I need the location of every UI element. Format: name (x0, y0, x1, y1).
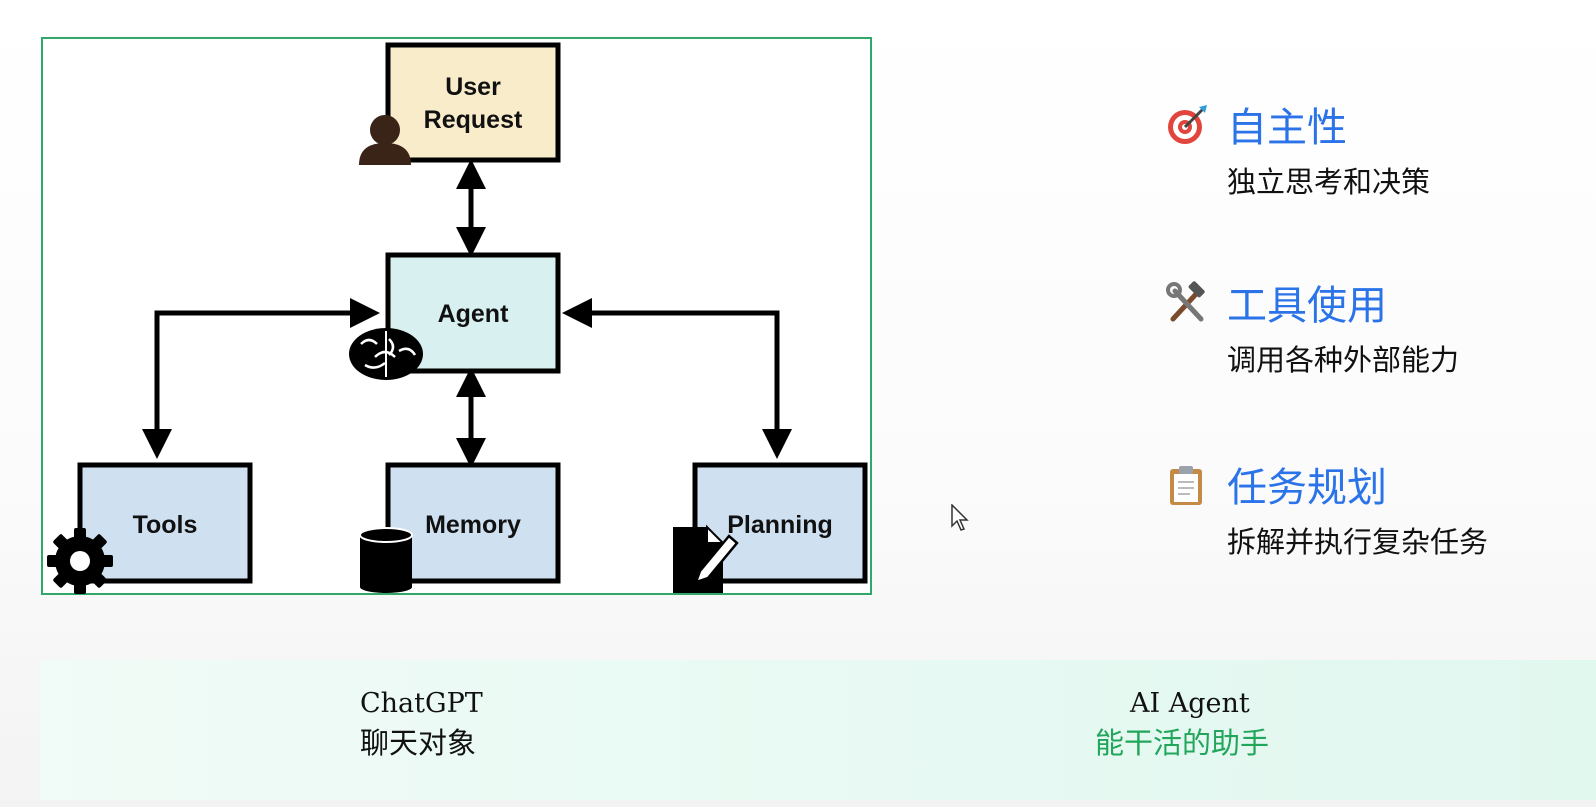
ai-agent-role: 能干活的助手 (1095, 726, 1270, 760)
feature-autonomy-desc: 独立思考和决策 (1227, 165, 1431, 199)
node-tools: Tools (47, 462, 253, 594)
agent-label: Agent (438, 300, 510, 328)
node-user-request: User Request (359, 42, 561, 165)
target-icon (1165, 103, 1209, 147)
node-agent: Agent (349, 252, 561, 380)
gear-icon (47, 528, 113, 594)
feature-task-planning-title: 任务规划 (1227, 465, 1387, 511)
comparison-ai-agent: AI Agent 能干活的助手 (1095, 685, 1269, 763)
user-request-label-line1: User (445, 73, 501, 101)
memory-label: Memory (425, 511, 521, 539)
tools-box (77, 462, 253, 584)
connector-lines (142, 159, 792, 468)
user-request-box (385, 42, 561, 163)
tools-label: Tools (133, 511, 198, 539)
clipboard-icon (1165, 463, 1209, 507)
diagram-canvas: User Request Agent Tools (47, 42, 868, 594)
user-request-label-line2: Request (424, 106, 523, 134)
feature-autonomy-title: 自主性 (1227, 105, 1347, 151)
chatgpt-role: 聊天对象 (360, 726, 477, 760)
arrow-agent-tools (142, 298, 380, 459)
comparison-chatgpt: ChatGPT 聊天对象 (360, 685, 483, 763)
memory-box (385, 462, 561, 584)
hammer-wrench-icon (1165, 281, 1209, 325)
feature-tool-use-title: 工具使用 (1227, 283, 1387, 329)
planning-box (692, 462, 868, 584)
ai-agent-name: AI Agent (1130, 688, 1250, 719)
document-pen-icon (673, 524, 739, 593)
person-icon (359, 115, 411, 165)
comparison-band: ChatGPT 聊天对象 AI Agent 能干活的助手 (40, 660, 1596, 800)
arrow-agent-planning (562, 298, 792, 459)
feature-task-planning: 任务规划 拆解并执行复杂任务 (1165, 455, 1585, 565)
feature-task-planning-desc: 拆解并执行复杂任务 (1227, 525, 1489, 559)
feature-tool-use: 工具使用 调用各种外部能力 (1165, 273, 1585, 383)
brain-icon (349, 328, 423, 380)
planning-label: Planning (727, 511, 833, 539)
mouse-cursor-icon (951, 503, 969, 536)
node-memory: Memory (359, 462, 561, 593)
feature-autonomy: 自主性 独立思考和决策 (1165, 95, 1585, 205)
node-planning: Planning (673, 462, 868, 593)
chatgpt-name: ChatGPT (360, 688, 483, 719)
database-icon (359, 527, 413, 593)
feature-tool-use-desc: 调用各种外部能力 (1227, 343, 1460, 377)
agent-architecture-diagram: User Request Agent Tools (41, 37, 872, 595)
